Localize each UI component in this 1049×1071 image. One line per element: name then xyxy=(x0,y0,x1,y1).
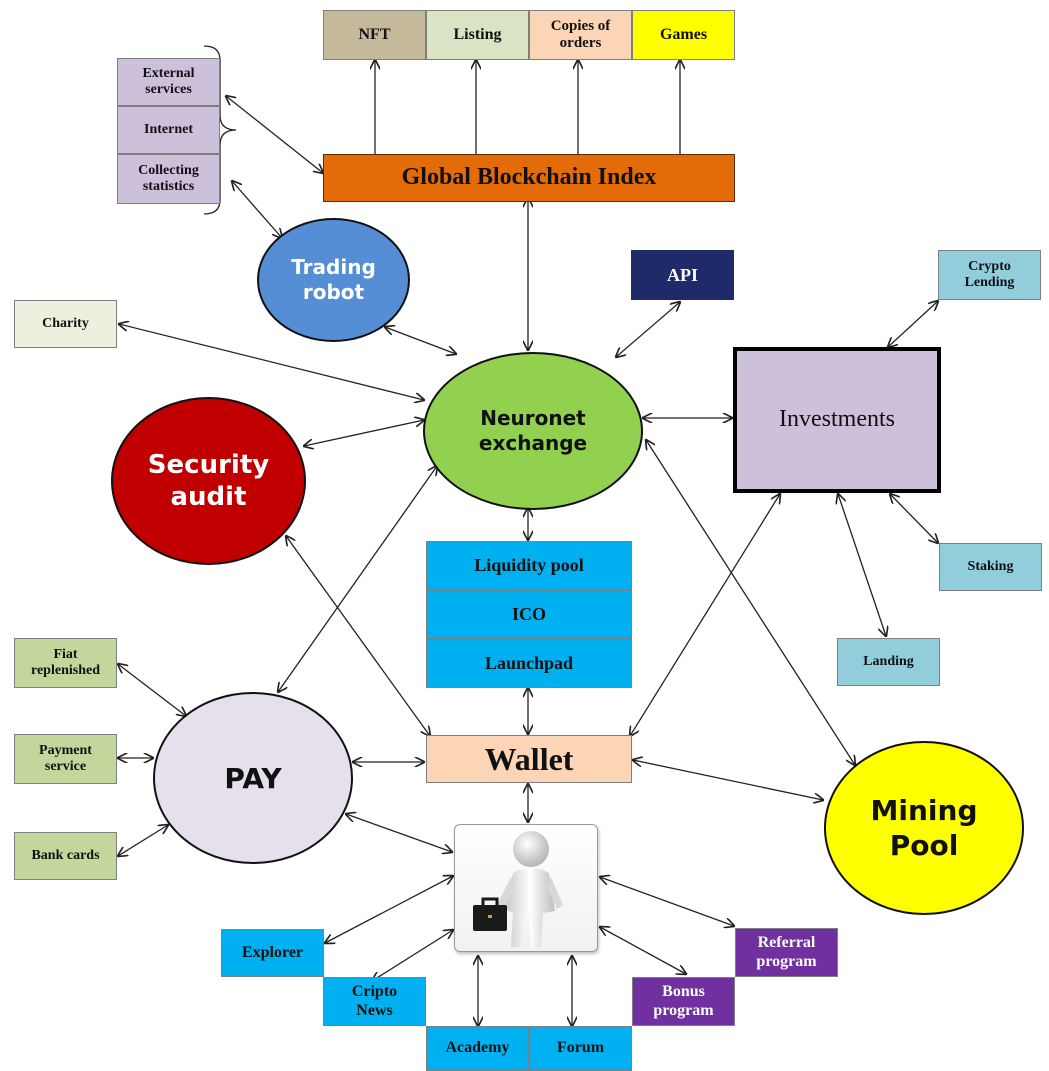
ico-box: ICO xyxy=(426,590,632,639)
arrow-user-bonus xyxy=(600,927,686,974)
pay-ellipse: PAY xyxy=(153,692,353,864)
arrow-security-neuronet xyxy=(304,420,424,446)
arrow-external-index xyxy=(226,96,323,173)
top-listing-box: Listing xyxy=(426,10,529,60)
mining-pool-ellipse: Mining Pool xyxy=(824,741,1024,915)
wallet-box: Wallet xyxy=(426,735,632,783)
arrow-fiat-pay xyxy=(118,664,186,716)
launchpad-box: Launchpad xyxy=(426,639,632,688)
staking-box: Staking xyxy=(939,543,1042,591)
arrow-collecting-trading xyxy=(232,181,282,238)
bank-cards-box: Bank cards xyxy=(14,832,117,880)
academy-box: Academy xyxy=(426,1026,529,1071)
referral-program-box: Referral program xyxy=(735,928,838,977)
top-nft-box: NFT xyxy=(323,10,426,60)
arrow-user-referral xyxy=(600,877,734,926)
user-with-briefcase-icon xyxy=(473,831,563,947)
fiat-replenished-box: Fiat replenished xyxy=(14,638,117,688)
arrow-bank-pay xyxy=(118,825,168,856)
liquidity-pool-box: Liquidity pool xyxy=(426,541,632,590)
security-audit-ellipse: Security audit xyxy=(111,397,306,565)
arrow-pay-user xyxy=(346,814,452,852)
external-services-box: External services xyxy=(117,58,220,106)
user-figure-panel xyxy=(454,824,598,952)
arrow-user-news xyxy=(372,930,453,981)
explorer-box: Explorer xyxy=(221,929,324,977)
arrow-investments-wallet xyxy=(630,494,780,736)
arrow-investments-lending xyxy=(888,301,938,347)
investments-box: Investments xyxy=(733,347,941,493)
bonus-program-box: Bonus program xyxy=(632,977,735,1026)
landing-box: Landing xyxy=(837,638,940,686)
arrow-neuronet-mining xyxy=(646,440,855,765)
arrow-charity-neuronet xyxy=(119,324,424,400)
cripto-news-box: Cripto News xyxy=(323,977,426,1026)
arrow-api-neuronet xyxy=(616,302,680,357)
top-games-box: Games xyxy=(632,10,735,60)
arrow-investments-landing xyxy=(838,494,886,636)
api-box: API xyxy=(631,250,734,300)
arrow-wallet-mining xyxy=(633,760,823,800)
top-copies-of-orders-box: Copies of orders xyxy=(529,10,632,60)
arrow-user-explorer xyxy=(325,876,453,943)
internet-box: Internet xyxy=(117,106,220,154)
collecting-statistics-box: Collecting statistics xyxy=(117,154,220,204)
forum-box: Forum xyxy=(529,1026,632,1071)
trading-robot-ellipse: Trading robot xyxy=(257,218,410,342)
arrow-investments-staking xyxy=(890,494,938,543)
arrow-security-wallet xyxy=(286,536,430,736)
neuronet-exchange-ellipse: Neuronet exchange xyxy=(423,352,643,510)
global-blockchain-index-box: Global Blockchain Index xyxy=(323,154,735,202)
arrow-trading-neuronet xyxy=(385,327,456,354)
crypto-lending-box: Crypto Lending xyxy=(938,250,1041,300)
charity-box: Charity xyxy=(14,300,117,348)
payment-service-box: Payment service xyxy=(14,734,117,784)
